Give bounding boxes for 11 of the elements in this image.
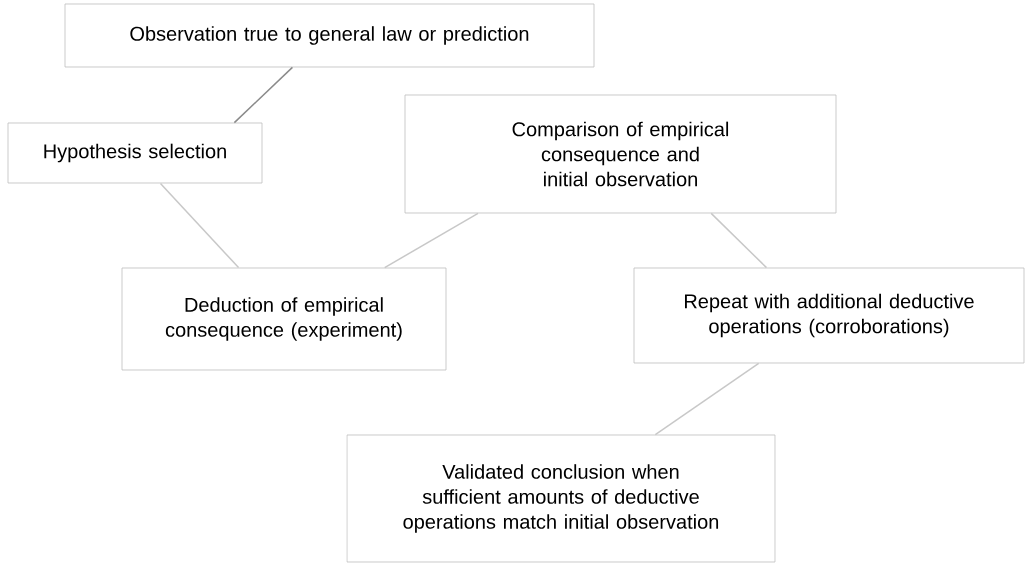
connector-line xyxy=(159,182,240,269)
process-box: Deduction of empirical consequence (experiment) xyxy=(121,267,447,371)
connector-line xyxy=(710,212,768,269)
process-box: Hypothesis selection xyxy=(7,122,263,184)
connector-line xyxy=(654,362,760,436)
connector-line xyxy=(383,212,479,269)
process-box: Repeat with additional deductive operations (corroborations) xyxy=(633,267,1025,364)
process-box: Observation true to general law or prediction xyxy=(64,3,595,68)
process-box: Validated conclusion when sufficient amounts of deductive operations match initial observation xyxy=(346,434,776,563)
process-box: Comparison of empirical consequence and initial observation xyxy=(404,94,837,214)
connector-line xyxy=(233,66,294,124)
